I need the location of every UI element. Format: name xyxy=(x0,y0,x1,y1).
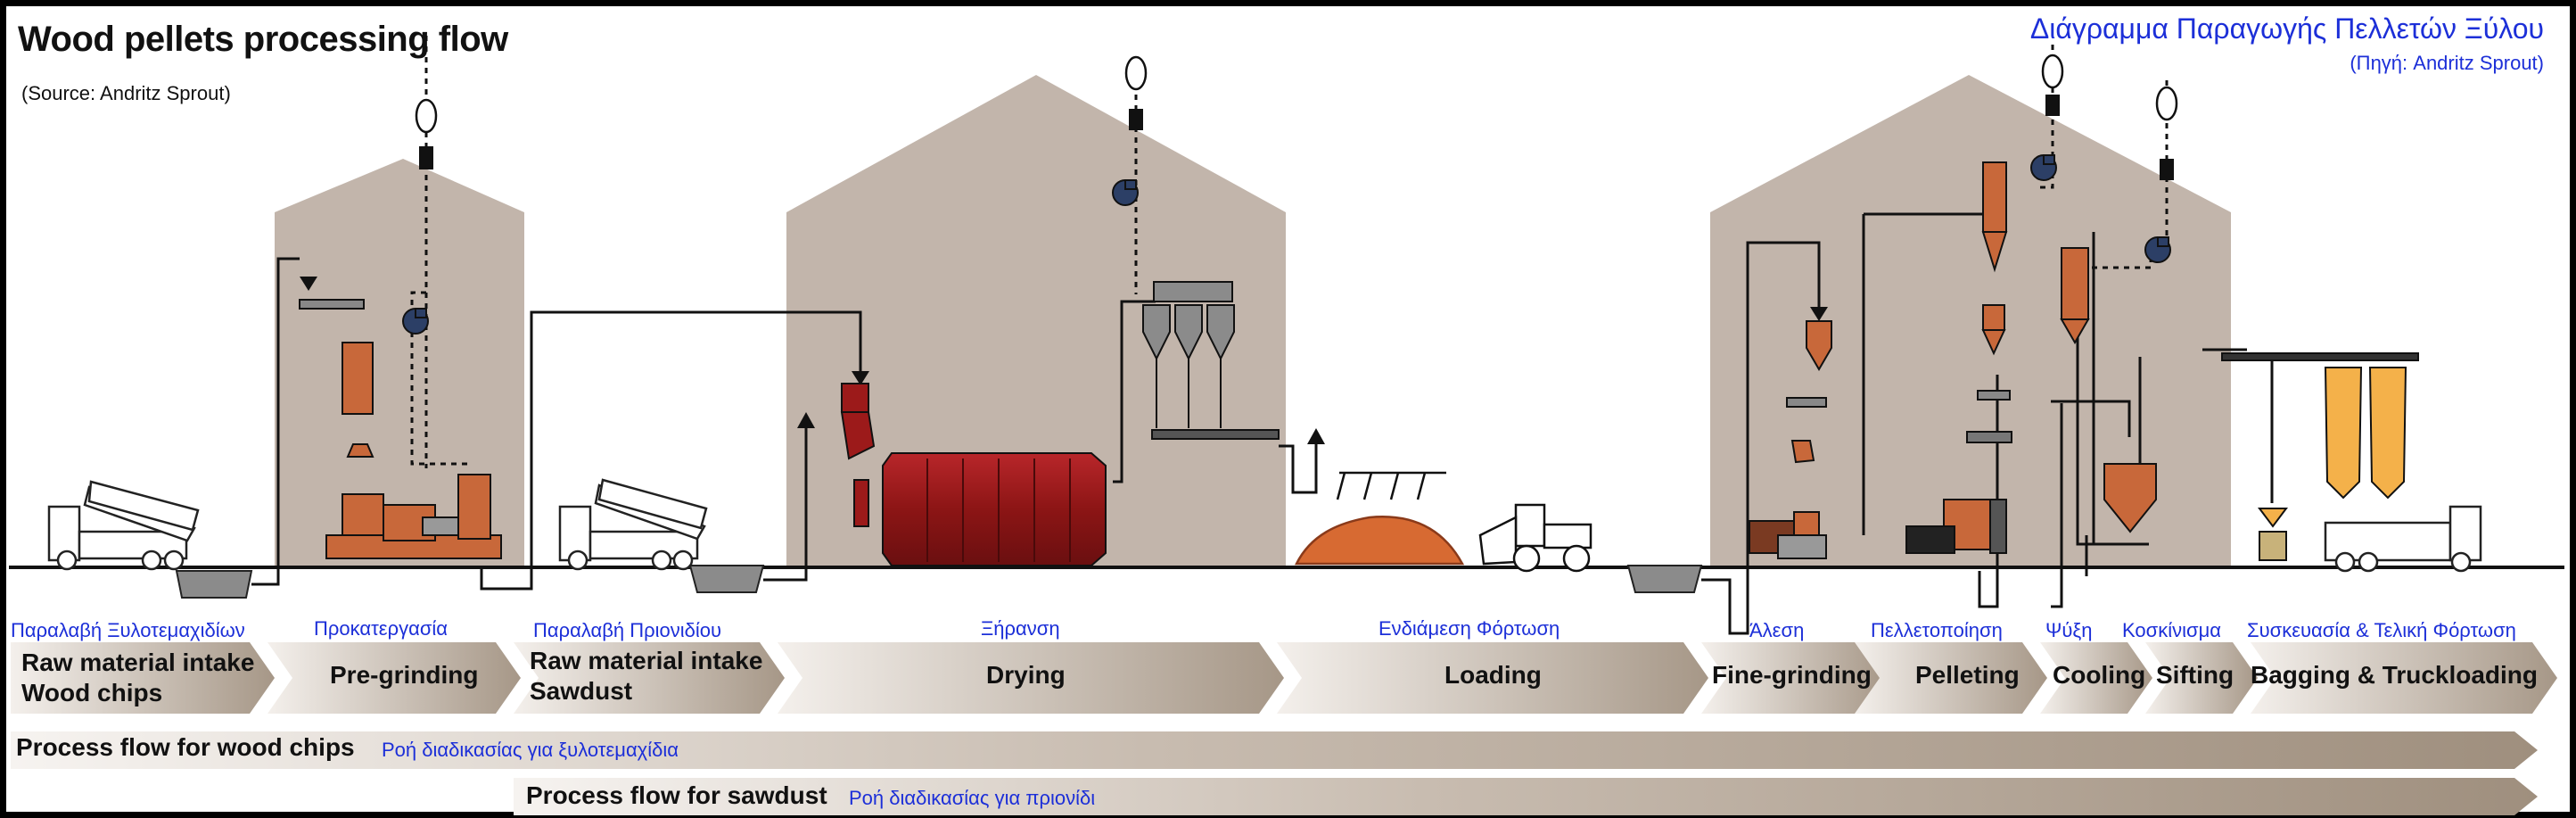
page-title: Wood pellets processing flow xyxy=(18,20,508,59)
stage-label-loading: Loading xyxy=(1444,661,1542,689)
intake-hoppers xyxy=(175,565,1703,599)
chevron-bagging xyxy=(2251,642,2557,714)
stage-chevrons xyxy=(11,642,2557,714)
chevron-fine-grinding xyxy=(1701,642,1887,714)
greek-source-note: (Πηγή: Andritz Sprout) xyxy=(2350,52,2544,74)
dryer-equipment xyxy=(840,383,1107,566)
flow-gr-sawdust: Ροή διαδικασίας για πριονίδι xyxy=(849,787,1096,809)
stage-label-raw-intake-chips: Raw material intake Wood chips xyxy=(21,648,254,708)
stage-line2: Sawdust xyxy=(530,677,633,705)
stage-gr-fine-grinding: Άλεση xyxy=(1749,619,1805,641)
vent-dampers xyxy=(419,95,2174,180)
stage-label-drying: Drying xyxy=(986,661,1066,689)
chevron-sifting xyxy=(2145,642,2258,714)
stage-gr-drying: Ξήρανση xyxy=(981,617,1060,640)
fine-grinder-equipment xyxy=(1749,320,1832,559)
flow-arrows xyxy=(300,277,1828,444)
stage-gr-loading: Ενδιάμεση Φόρτωση xyxy=(1379,617,1560,640)
buildings xyxy=(275,75,2231,567)
chevron-raw-intake-chips xyxy=(11,642,275,714)
building-pelleting xyxy=(1710,75,2231,567)
source-note: (Source: Andritz Sprout) xyxy=(21,82,231,104)
stage-label-pre-grinding: Pre-grinding xyxy=(330,661,479,689)
building-drying xyxy=(786,75,1286,567)
vent-filters xyxy=(415,54,2178,134)
flow-bar-sawdust xyxy=(514,778,2538,815)
flow-label-sawdust: Process flow for sawdust xyxy=(526,781,827,809)
stage-gr-bagging: Συσκευασία & Τελική Φόρτωση xyxy=(2247,619,2516,641)
fans xyxy=(402,154,2171,335)
chevron-cooling xyxy=(2040,642,2152,714)
chevron-raw-intake-sawdust xyxy=(514,642,785,714)
bagging-equipment xyxy=(2221,352,2419,561)
flow-bar-wood-chips xyxy=(11,731,2538,769)
flow-gr-wood-chips: Ροή διαδικασίας για ξυλοτεμαχίδια xyxy=(382,739,679,761)
chevron-pre-grinding xyxy=(267,642,521,714)
stage-label-raw-intake-sawdust: Raw material intake Sawdust xyxy=(530,646,762,706)
stage-line2: Wood chips xyxy=(21,679,163,706)
chevron-loading xyxy=(1277,642,1708,714)
flow-bars xyxy=(11,731,2538,815)
stage-gr-pre-grinding: Προκατεργασία xyxy=(314,617,449,640)
pre-grinder-equipment xyxy=(299,299,502,559)
stage-gr-cooling: Ψύξη xyxy=(2045,619,2093,641)
stage-gr-sifting: Κοσκίνισμα xyxy=(2122,619,2221,641)
flow-label-wood-chips: Process flow for wood chips xyxy=(16,733,355,761)
chevron-pelleting xyxy=(1855,642,2047,714)
stage-label-pelleting: Pelleting xyxy=(1915,661,2020,689)
loading-area xyxy=(1294,471,1593,573)
stage-gr-raw-intake-sawdust: Παραλαβή Πριονιδίου xyxy=(533,619,722,641)
truck-wood-chips xyxy=(47,480,200,571)
stage-gr-pelleting: Πελλετοποίηση xyxy=(1871,619,2003,641)
pellet-mill-equipment xyxy=(1905,161,2012,554)
stage-label-bagging: Bagging & Truckloading xyxy=(2251,661,2539,689)
stage-line1: Raw material intake xyxy=(530,647,763,674)
truck-sawdust xyxy=(558,478,708,571)
greek-title: Διάγραμμα Παραγωγής Πελλετών Ξύλου xyxy=(2029,12,2544,45)
stage-label-fine-grinding: Fine-grinding xyxy=(1712,661,1872,689)
chevron-drying xyxy=(778,642,1284,714)
stage-label-sifting: Sifting xyxy=(2156,661,2234,689)
truck-bagging xyxy=(2324,505,2482,573)
cooler-equipment xyxy=(2060,247,2157,533)
stage-line1: Raw material intake xyxy=(21,649,255,676)
cyclone-separators xyxy=(1142,281,1280,440)
stage-label-cooling: Cooling xyxy=(2053,661,2146,689)
stage-gr-raw-intake-chips: Παραλαβή Ξυλοτεμαχιδίων xyxy=(11,619,245,641)
